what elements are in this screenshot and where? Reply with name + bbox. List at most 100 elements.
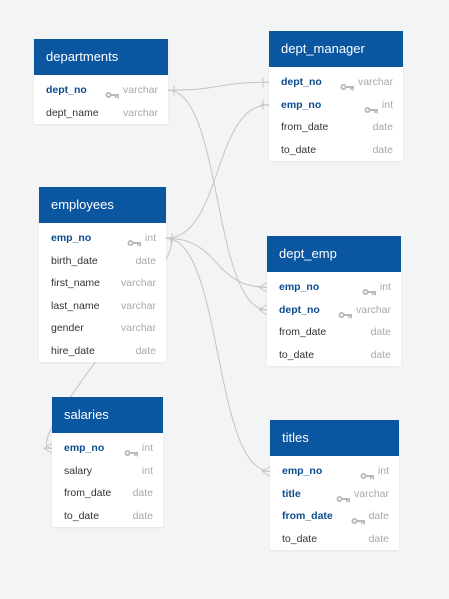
field-row[interactable]: title varchar <box>270 483 399 506</box>
relationship-line <box>165 233 268 293</box>
field-type: varchar <box>121 295 156 318</box>
field-name: birth_date <box>51 254 98 267</box>
primary-key-icon <box>124 443 138 457</box>
field-name: from_date <box>282 510 333 522</box>
field-name: emp_no <box>51 232 92 244</box>
field-type: date <box>373 116 393 139</box>
primary-key-icon <box>364 100 378 114</box>
field-row[interactable]: emp_no int <box>270 460 399 483</box>
field-row[interactable]: first_name varchar <box>39 272 166 295</box>
field-type: int <box>142 460 153 483</box>
field-row[interactable]: to_date date <box>270 528 399 551</box>
field-name: first_name <box>51 277 101 289</box>
primary-key-icon <box>105 85 119 99</box>
field-type-label: int <box>141 464 153 477</box>
table-header-employees[interactable]: employees <box>39 187 166 223</box>
field-type-label: varchar <box>355 303 391 316</box>
relationship-line <box>167 77 270 96</box>
field-type: date <box>369 528 389 551</box>
field-type: varchar <box>338 299 391 322</box>
field-name: dept_no <box>281 76 322 88</box>
field-type-label: int <box>377 465 389 477</box>
field-name: dept_no <box>46 84 87 96</box>
field-row[interactable]: dept_no varchar <box>267 299 401 322</box>
field-row[interactable]: from_date date <box>270 505 399 528</box>
field-type-label: date <box>368 510 389 522</box>
table-header-dept-emp[interactable]: dept_emp <box>267 236 401 272</box>
field-row[interactable]: dept_no varchar <box>269 71 403 94</box>
field-type-label: date <box>368 532 389 545</box>
field-name: last_name <box>51 299 100 312</box>
primary-key-icon <box>362 282 376 296</box>
field-name: to_date <box>282 532 318 545</box>
field-type-label: date <box>135 254 156 267</box>
field-type-label: varchar <box>353 487 389 500</box>
field-row[interactable]: emp_no int <box>39 227 166 250</box>
field-type-label: date <box>132 509 153 522</box>
field-row[interactable]: salary int <box>52 460 163 483</box>
relationship-line <box>167 85 268 316</box>
field-name: emp_no <box>279 281 320 293</box>
field-name: from_date <box>281 121 329 133</box>
primary-key-icon <box>127 233 141 247</box>
field-name: salary <box>64 464 93 477</box>
field-row[interactable]: to_date date <box>52 505 163 528</box>
field-row[interactable]: hire_date date <box>39 340 166 363</box>
field-row[interactable]: from_date date <box>52 482 163 505</box>
field-type: date <box>136 250 156 273</box>
field-row[interactable]: last_name varchar <box>39 295 166 318</box>
table-header-departments[interactable]: departments <box>34 39 168 75</box>
field-type-label: varchar <box>120 277 156 289</box>
field-type-label: date <box>372 143 393 156</box>
primary-key-icon <box>336 489 350 503</box>
field-type-label: date <box>370 348 391 361</box>
primary-key-icon <box>351 511 365 525</box>
field-name: to_date <box>64 509 100 522</box>
field-type: int <box>127 227 156 250</box>
field-type-label: varchar <box>120 299 156 312</box>
field-name: emp_no <box>282 465 323 477</box>
field-row[interactable]: to_date date <box>269 139 403 162</box>
field-row[interactable]: birth_date date <box>39 250 166 273</box>
table-header-dept-manager[interactable]: dept_manager <box>269 31 403 67</box>
field-type: varchar <box>105 79 158 102</box>
field-type-label: date <box>132 487 153 499</box>
field-type-label: varchar <box>357 76 393 88</box>
field-type-label: varchar <box>122 84 158 96</box>
field-type: date <box>371 344 391 367</box>
field-type: date <box>133 505 153 528</box>
table-header-salaries[interactable]: salaries <box>52 397 163 433</box>
primary-key-icon <box>340 77 354 91</box>
field-row[interactable]: from_date date <box>269 116 403 139</box>
field-name: from_date <box>64 487 112 499</box>
field-name: dept_no <box>279 303 320 316</box>
field-type-label: date <box>370 326 391 338</box>
field-name: hire_date <box>51 344 95 357</box>
field-name: to_date <box>281 143 317 156</box>
field-type: int <box>124 437 153 460</box>
field-name: title <box>282 487 301 500</box>
table-header-titles[interactable]: titles <box>270 420 399 456</box>
field-type-label: date <box>135 344 156 357</box>
field-name: emp_no <box>281 98 322 111</box>
field-type: date <box>133 482 153 505</box>
field-row[interactable]: dept_no varchar <box>34 79 168 102</box>
